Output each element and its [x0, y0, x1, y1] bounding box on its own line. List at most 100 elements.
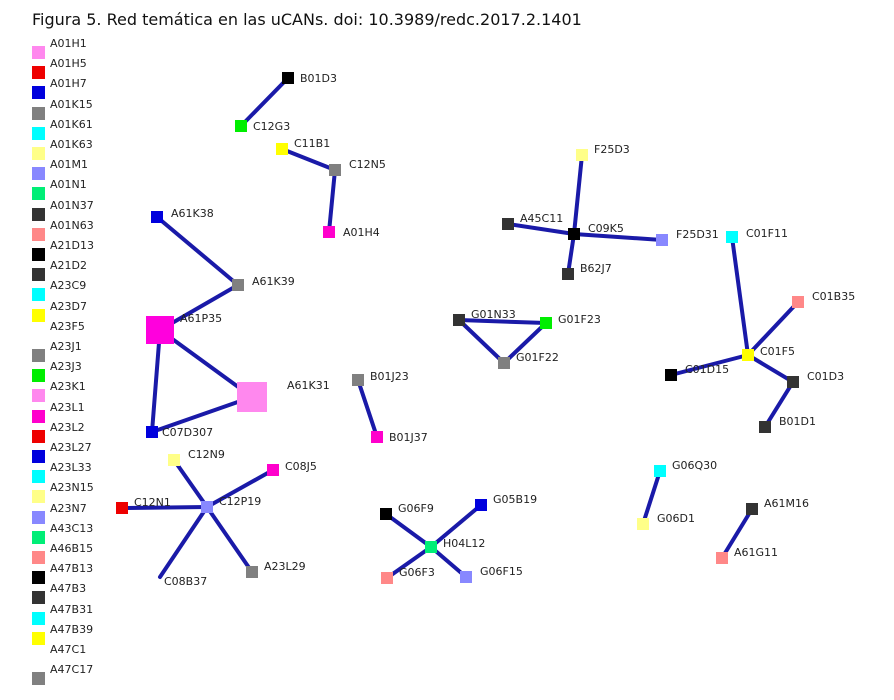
edge-G06F9-H04L12 — [384, 512, 433, 549]
node-label-C12G3: C12G3 — [253, 120, 290, 133]
edge-C09K5-F25D31 — [572, 232, 664, 242]
node-G01F23 — [540, 317, 552, 329]
edge-A61P35-C07D307 — [150, 328, 162, 434]
legend-swatch — [32, 551, 45, 564]
node-label-G06F15: G06F15 — [480, 565, 523, 578]
node-label-F25D3: F25D3 — [594, 143, 630, 156]
edge-C12P19-C08B37 — [158, 505, 209, 579]
legend-label: A21D13 — [50, 239, 94, 252]
edge-C12N9-C12P19 — [172, 458, 209, 509]
legend-swatch — [32, 409, 45, 423]
edge-C01F5-C01D3 — [746, 353, 795, 384]
node-B01J23 — [352, 374, 364, 386]
node-label-B62J7: B62J7 — [580, 262, 612, 275]
legend-label: A01H1 — [50, 37, 87, 50]
node-B62J7 — [562, 268, 574, 280]
node-A61K38 — [151, 211, 163, 223]
node-label-C01B35: C01B35 — [812, 290, 855, 303]
node-label-B01J23: B01J23 — [370, 370, 409, 383]
node-label-C12N1: C12N1 — [134, 496, 171, 509]
edge-B01D3-C12G3 — [239, 76, 290, 128]
node-B01J37 — [371, 431, 383, 443]
legend-swatch — [32, 429, 45, 443]
node-C01D3 — [787, 376, 799, 388]
edge-C12N1-C12P19 — [120, 505, 209, 510]
node-G06F15 — [460, 571, 472, 583]
edge-G01N33-G01F22 — [457, 318, 506, 365]
legend-label: A23N15 — [50, 481, 94, 495]
node-label-A61G11: A61G11 — [734, 546, 778, 559]
node-label-G01F22: G01F22 — [516, 351, 559, 364]
node-label-A45C11: A45C11 — [520, 212, 563, 225]
legend-label: A23L2 — [50, 420, 85, 434]
legend-label: A47B13 — [50, 562, 94, 576]
node-label-A61M16: A61M16 — [764, 497, 809, 510]
legend-label: A23L1 — [50, 400, 85, 414]
legend-label: A01N37 — [50, 198, 94, 212]
legend-swatch — [32, 147, 45, 160]
node-label-C08B37: C08B37 — [164, 575, 207, 588]
legend-label: A23K1 — [50, 380, 86, 394]
node-B01D1 — [759, 421, 771, 433]
legend-label: A01K61 — [50, 117, 93, 131]
legend-swatch — [32, 66, 45, 80]
legend-swatch — [32, 227, 45, 241]
legend-swatch — [32, 571, 45, 585]
edge-C09K5-B62J7 — [566, 232, 576, 276]
node-G01F22 — [498, 357, 510, 369]
legend-swatch — [32, 86, 45, 100]
edge-C08J5-C12P19 — [205, 468, 275, 509]
edge-C01F11-C01F5 — [730, 235, 750, 357]
legend-label: A23D7 — [50, 299, 87, 313]
edge-F25D3-C09K5 — [572, 153, 584, 236]
node-C12N1 — [116, 502, 128, 514]
node-C12N9 — [168, 454, 180, 466]
figure-title: Figura 5. Red temática en las uCANs. doi… — [32, 10, 582, 29]
edge-A61M16-A61G11 — [720, 507, 754, 560]
edge-layer — [120, 76, 800, 580]
node-label-C01F5: C01F5 — [760, 345, 795, 358]
node-label-G05B19: G05B19 — [493, 493, 537, 506]
legend-label: A21D2 — [50, 259, 87, 273]
legend-label: A23J3 — [50, 360, 82, 374]
node-C01D15 — [665, 369, 677, 381]
legend-label: A01M1 — [50, 158, 89, 172]
legend-swatch — [32, 611, 45, 625]
legend-swatch — [32, 167, 45, 181]
node-C01B35 — [792, 296, 804, 308]
legend-swatch — [32, 46, 45, 59]
legend-swatch — [32, 470, 45, 484]
node-label-C07D307: C07D307 — [162, 426, 213, 439]
legend-label: A47B39 — [50, 622, 94, 636]
node-layer — [116, 72, 804, 584]
edge-C07D307-A61K31 — [150, 395, 254, 434]
edge-G01F22-G01F23 — [502, 321, 548, 365]
node-G06F9 — [380, 508, 392, 520]
node-A23L29 — [246, 566, 258, 578]
node-label-G06D1: G06D1 — [657, 512, 695, 525]
legend-label: A43C13 — [50, 521, 94, 535]
node-A01H4 — [323, 226, 335, 238]
legend-label: A47C17 — [50, 663, 94, 677]
legend-swatch — [32, 631, 45, 645]
legend-label: A01N63 — [50, 218, 94, 232]
edge-G05B19-H04L12 — [429, 503, 483, 549]
legend-swatch — [32, 207, 45, 221]
legend-label: A01N1 — [50, 178, 87, 192]
edge-C11B1-C12N5 — [280, 147, 337, 172]
legend-swatch — [32, 308, 45, 322]
node-G01N33 — [453, 314, 465, 326]
legend-label: A47B3 — [50, 582, 87, 596]
node-label-A23L29: A23L29 — [264, 560, 306, 573]
node-label-A61K39: A61K39 — [252, 275, 295, 288]
node-C12G3 — [235, 120, 247, 132]
legend-label: A23C9 — [50, 279, 87, 293]
node-C12P19 — [201, 501, 213, 513]
node-A61K39 — [232, 279, 244, 291]
node-label-A61K38: A61K38 — [171, 207, 214, 220]
edge-C01D3-B01D1 — [763, 380, 795, 429]
legend-label: A47B31 — [50, 602, 94, 616]
node-F25D31 — [656, 234, 668, 246]
node-label-G06F3: G06F3 — [399, 566, 435, 579]
label-layer: B01D3C12G3C11B1C12N5A01H4A61K38A61K39A61… — [134, 72, 855, 588]
